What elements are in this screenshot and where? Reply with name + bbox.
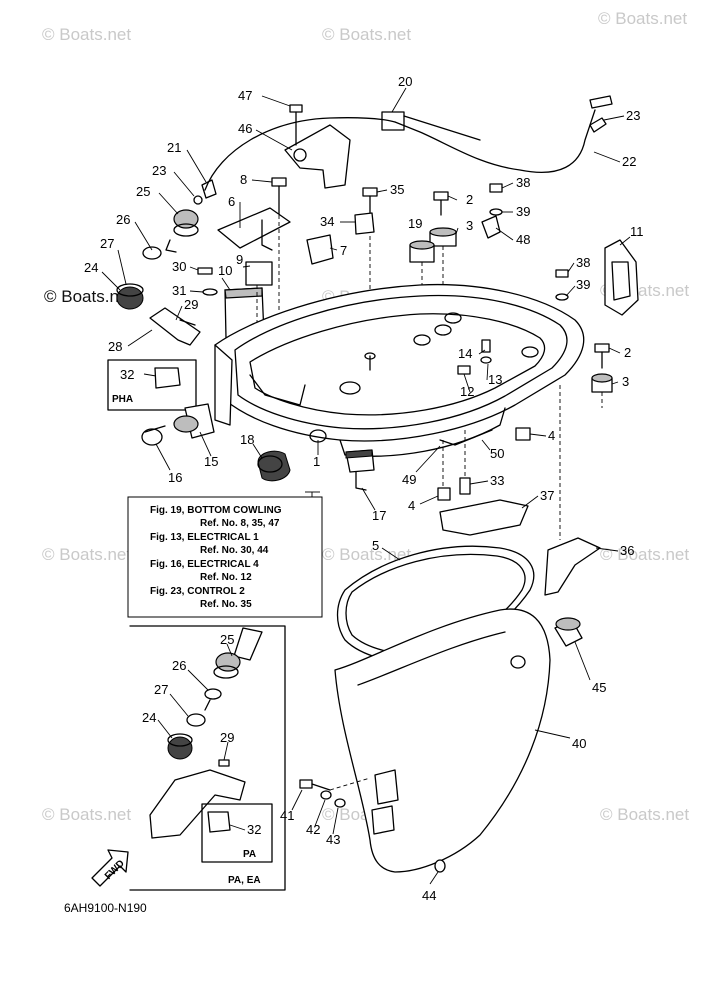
callout-26: 26 — [116, 212, 130, 227]
bottom-cowling-tray — [214, 283, 585, 457]
watermark-text: © Boats.net — [42, 25, 131, 44]
variant-label-pa-ea: PA, EA — [228, 875, 261, 886]
callout-48: 48 — [516, 232, 530, 247]
callout-23: 23 — [152, 163, 166, 178]
watermark-text: © Boats.net — [322, 545, 411, 564]
callout-23: 23 — [626, 108, 640, 123]
callout-43: 43 — [326, 832, 340, 847]
callout-28: 28 — [108, 339, 122, 354]
callout-38: 38 — [516, 175, 530, 190]
ref-line: Ref. No. 12 — [200, 572, 252, 583]
ref-line: Fig. 23, CONTROL 2 — [150, 586, 245, 597]
callout-33: 33 — [490, 473, 504, 488]
callout-39: 39 — [576, 277, 590, 292]
callout-49: 49 — [402, 472, 416, 487]
callout-3: 3 — [622, 374, 629, 389]
callout-36: 36 — [620, 543, 634, 558]
ref-line: Fig. 19, BOTTOM COWLING — [150, 505, 282, 516]
fasteners-top — [271, 177, 503, 350]
callout-29: 29 — [184, 297, 198, 312]
ref-line: Ref. No. 30, 44 — [200, 545, 269, 556]
watermark-text: © Boats.net — [42, 805, 131, 824]
callout-8: 8 — [240, 172, 247, 187]
reference-box: Fig. 19, BOTTOM COWLING Ref. No. 8, 35, … — [127, 491, 323, 618]
callout-17: 17 — [372, 508, 386, 523]
leader-lines — [101, 87, 631, 885]
callout-4: 4 — [548, 428, 555, 443]
callout-24: 24 — [84, 260, 98, 275]
callout-4: 4 — [408, 498, 415, 513]
callout-3: 3 — [466, 218, 473, 233]
callout-45: 45 — [592, 680, 606, 695]
callout-47: 47 — [238, 88, 252, 103]
callout-24: 24 — [142, 710, 156, 725]
callout-6: 6 — [228, 194, 235, 209]
callout-34: 34 — [320, 214, 334, 229]
ref-line: Fig. 16, ELECTRICAL 4 — [150, 559, 259, 570]
callout-11: 11 — [630, 224, 644, 239]
callout-38: 38 — [576, 255, 590, 270]
callout-40: 40 — [572, 736, 586, 751]
callout-1: 1 — [313, 454, 320, 469]
callout-2: 2 — [624, 345, 631, 360]
callout-46: 46 — [238, 121, 252, 136]
callout-32: 32 — [120, 367, 134, 382]
variant-label-pa: PA — [243, 849, 256, 860]
variant-label-pha: PHA — [112, 394, 133, 405]
watermark-text: © Boats.net — [598, 9, 687, 28]
watermark-text: © Boats.net — [600, 545, 689, 564]
left-accessory-parts — [116, 195, 218, 346]
ref-line: Ref. No. 35 — [200, 599, 252, 610]
callout-44: 44 — [422, 888, 436, 903]
callout-22: 22 — [622, 154, 636, 169]
watermark-text: © Boats.net — [600, 805, 689, 824]
callout-10: 10 — [218, 263, 232, 278]
callout-42: 42 — [306, 822, 320, 837]
pa-ea-inset: PA PA, EA — [129, 625, 286, 891]
callout-14: 14 — [458, 346, 472, 361]
callout-15: 15 — [204, 454, 218, 469]
callout-numbers: 47 20 23 46 21 22 23 8 35 38 25 6 2 39 2… — [84, 74, 644, 903]
callout-27: 27 — [154, 682, 168, 697]
fwd-arrow: FWD — [91, 849, 129, 887]
callout-5: 5 — [372, 538, 379, 553]
callout-13: 13 — [488, 372, 502, 387]
callout-2: 2 — [466, 192, 473, 207]
wire-harness-bracket — [217, 207, 291, 360]
diagram-code: 6AH9100-N190 — [64, 901, 147, 915]
callout-25: 25 — [136, 184, 150, 199]
callout-29: 29 — [220, 730, 234, 745]
callout-30: 30 — [172, 259, 186, 274]
callout-39: 39 — [516, 204, 530, 219]
callout-41: 41 — [280, 808, 294, 823]
ref-line: Fig. 13, ELECTRICAL 1 — [150, 532, 259, 543]
front-parts — [141, 403, 493, 491]
callout-27: 27 — [100, 236, 114, 251]
callout-20: 20 — [398, 74, 412, 89]
callout-19: 19 — [408, 216, 422, 231]
callout-16: 16 — [168, 470, 182, 485]
throttle-cable-assembly — [201, 95, 613, 199]
callout-35: 35 — [390, 182, 404, 197]
callout-31: 31 — [172, 283, 186, 298]
pha-variant-box: PHA — [107, 359, 197, 411]
ref-line: Ref. No. 8, 35, 47 — [200, 518, 280, 529]
callout-7: 7 — [340, 243, 347, 258]
right-side-parts — [437, 239, 639, 647]
callout-26: 26 — [172, 658, 186, 673]
callout-50: 50 — [490, 446, 504, 461]
callout-12: 12 — [460, 384, 474, 399]
callout-9: 9 — [236, 252, 243, 267]
callout-32: 32 — [247, 822, 261, 837]
watermark-text: © Boats.net — [42, 545, 131, 564]
watermark-text: © Boats.net — [44, 287, 133, 306]
cable-bracket — [284, 104, 351, 189]
callout-18: 18 — [240, 432, 254, 447]
callout-37: 37 — [540, 488, 554, 503]
watermark-text: © Boats.net — [322, 25, 411, 44]
callout-25: 25 — [220, 632, 234, 647]
callout-21: 21 — [167, 140, 181, 155]
lower-cowling — [299, 545, 551, 873]
